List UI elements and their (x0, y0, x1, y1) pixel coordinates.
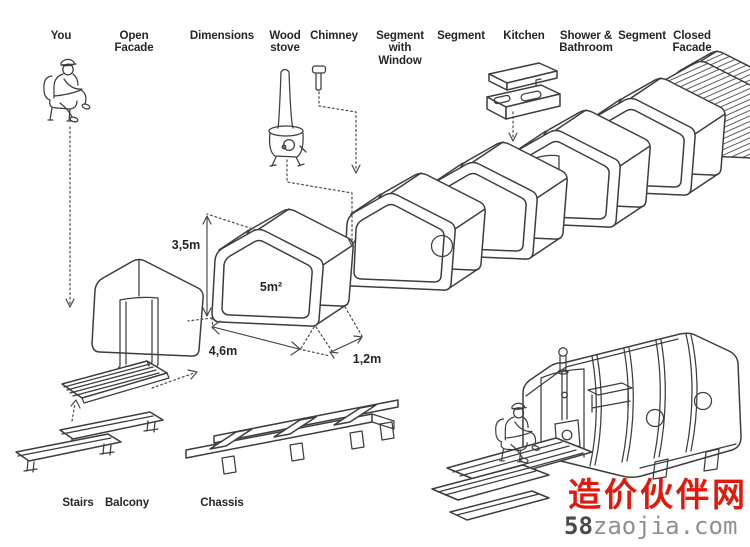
segment-drawing-1 (425, 141, 568, 260)
porthole-window-icon (645, 408, 665, 428)
chassis-drawing (185, 399, 399, 475)
label-shower-bathroom: Shower & Bathroom (559, 30, 613, 55)
wood-stove-drawing (268, 68, 307, 167)
kitchen-drawing (486, 62, 561, 120)
watermark-site-name: 造价伙伴网 (568, 475, 748, 514)
label-balcony: Balcony (104, 497, 150, 509)
interior-kitchen (587, 382, 633, 413)
dimension-depth: 1,2m (352, 352, 382, 366)
label-segment-b: Segment (618, 30, 666, 42)
watermark-url-prefix: 58 (564, 512, 593, 540)
you-arrow (65, 126, 75, 308)
balcony-drawing (61, 360, 170, 404)
facade-segment-arrow (151, 369, 198, 389)
interior-door-frame (540, 368, 585, 458)
dimension-floor-area: 5m² (259, 280, 283, 294)
faucet-icon (535, 78, 542, 87)
label-open-facade: Open Facade (114, 30, 154, 55)
label-segment-with-window: Segment with Window (376, 30, 424, 67)
segment-window-drawing (343, 172, 486, 291)
label-chimney: Chimney (310, 30, 358, 42)
label-dimensions: Dimensions (189, 30, 255, 42)
assembled-house-drawing (431, 332, 742, 521)
dimensions-segment-drawing (211, 208, 354, 327)
porthole-window-icon (693, 391, 713, 411)
chimney-arrow (318, 91, 361, 174)
watermark-url-rest: zaojia.com (592, 512, 738, 540)
stairs-balcony-arrow (70, 399, 81, 422)
sink-icon (493, 94, 511, 105)
label-wood-stove: Wood stove (269, 30, 301, 55)
label-closed-facade: Closed Facade (672, 30, 712, 55)
label-stairs: Stairs (62, 497, 94, 509)
porthole-window-icon (430, 234, 454, 258)
watermark-site-url: 58zaojia.com (564, 513, 737, 539)
kitchen-arrow (508, 111, 518, 142)
stove-arrow (286, 159, 357, 247)
dimension-length: 4,6m (208, 344, 238, 358)
closed-facade-drawing (653, 50, 750, 159)
sink-icon (520, 90, 542, 102)
label-you: You (50, 30, 72, 42)
label-kitchen: Kitchen (503, 30, 545, 42)
label-segment-a: Segment (437, 30, 485, 42)
roof-chimney (557, 347, 569, 375)
house-chassis-feet (639, 443, 737, 480)
chimney-drawing (311, 65, 327, 91)
dimension-lines (187, 213, 363, 359)
you-figure (43, 58, 92, 124)
label-chassis: Chassis (200, 497, 244, 509)
stairs-drawing (15, 411, 164, 473)
dimension-height: 3,5m (171, 238, 201, 252)
